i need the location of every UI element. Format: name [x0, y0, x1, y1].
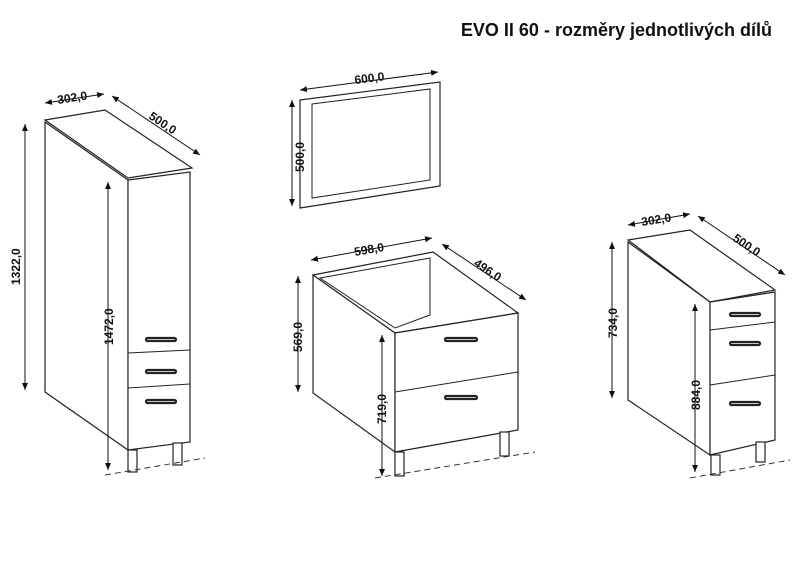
handle: [144, 398, 178, 405]
drawer-cabinet-depth-label: 496,0: [471, 256, 504, 285]
handle: [728, 340, 762, 347]
wall-panel: [289, 69, 441, 209]
tall-width-label: 302,0: [56, 88, 88, 107]
panel-height-label: 500,0: [293, 142, 307, 172]
leg: [755, 441, 766, 463]
drawer-cabinet-total-height-label: 719,0: [375, 394, 389, 424]
tall-side-height-label: 1322,0: [9, 248, 23, 285]
leg: [499, 431, 510, 457]
handle: [443, 336, 479, 343]
leg: [172, 442, 183, 466]
leg: [710, 454, 721, 476]
leg: [127, 449, 138, 473]
drawing-title: EVO II 60 - rozměry jednotlivých dílů: [460, 20, 772, 40]
tall-total-height-label: 1472,0: [102, 308, 116, 345]
narrow-depth-label: 500,0: [730, 231, 763, 260]
tall-depth-label: 500,0: [146, 109, 179, 138]
narrow-side-height-label: 734,0: [606, 308, 620, 338]
narrow-cabinet: [609, 212, 791, 479]
narrow-width-label: 302,0: [640, 210, 672, 229]
handle: [728, 400, 762, 407]
handle: [443, 394, 479, 401]
handle: [144, 368, 178, 375]
drawer-cabinet: [295, 236, 536, 479]
handle: [728, 311, 762, 318]
panel-width-label: 600,0: [354, 69, 386, 87]
handle: [144, 336, 178, 343]
drawer-cabinet-width-label: 598,0: [353, 240, 385, 259]
drawer-cabinet-side-height-label: 569,0: [291, 322, 305, 352]
narrow-total-height-label: 884,0: [689, 380, 703, 410]
leg: [394, 451, 405, 477]
tall-cabinet: [22, 92, 206, 476]
